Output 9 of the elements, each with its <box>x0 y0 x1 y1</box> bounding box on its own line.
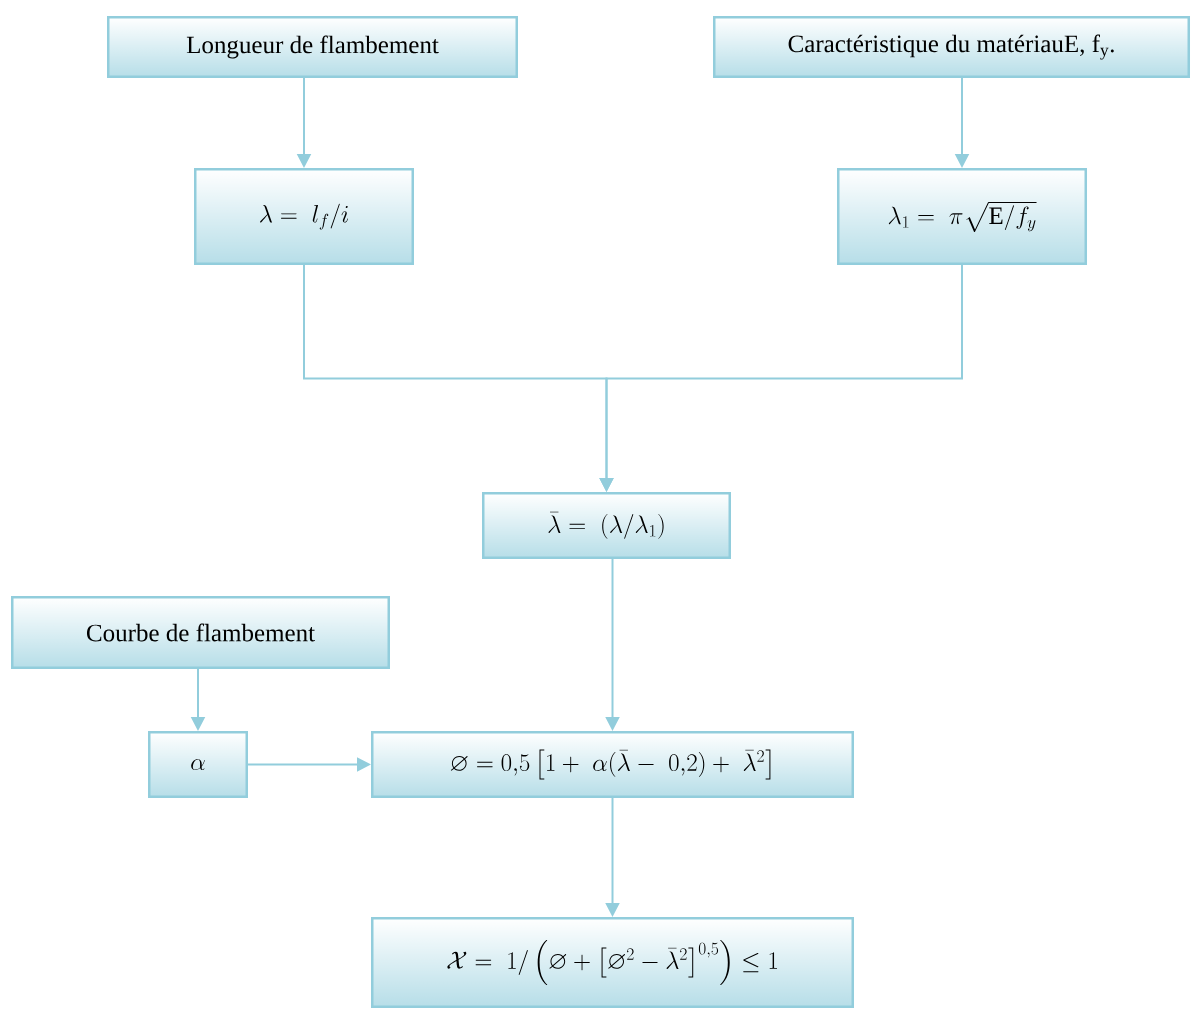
formula-box: $\varnothing = 0{,}5\left[1 + \; \alpha(\bar{\lambda} -\; 0{,}2) + \; \bar{\lambda}^2\right]$ <box>371 731 854 798</box>
formula-box: $\lambda_1 = \; \pi\sqrt{\mathrm{E}/f_y}$ <box>837 168 1087 265</box>
process-box: Courbe de flambement <box>11 596 390 669</box>
process-box: Caractéristique du matériauE, f$_{y}$. <box>713 16 1190 78</box>
formula-box: $\alpha$ <box>148 731 248 798</box>
formula-box: $\mathcal{X} = \; 1/\left(\varnothing + \left[\varnothing^2 - \bar{\lambda}^2\right]^{0{,}5}\right) \leq 1$ <box>371 917 854 1008</box>
formula-box: $\lambda = \; l_f/i$ <box>194 168 414 265</box>
process-box: Longueur de flambement <box>107 16 518 78</box>
formula-box: $\bar{\lambda} = \; (\lambda/\lambda_1)$ <box>482 492 731 559</box>
